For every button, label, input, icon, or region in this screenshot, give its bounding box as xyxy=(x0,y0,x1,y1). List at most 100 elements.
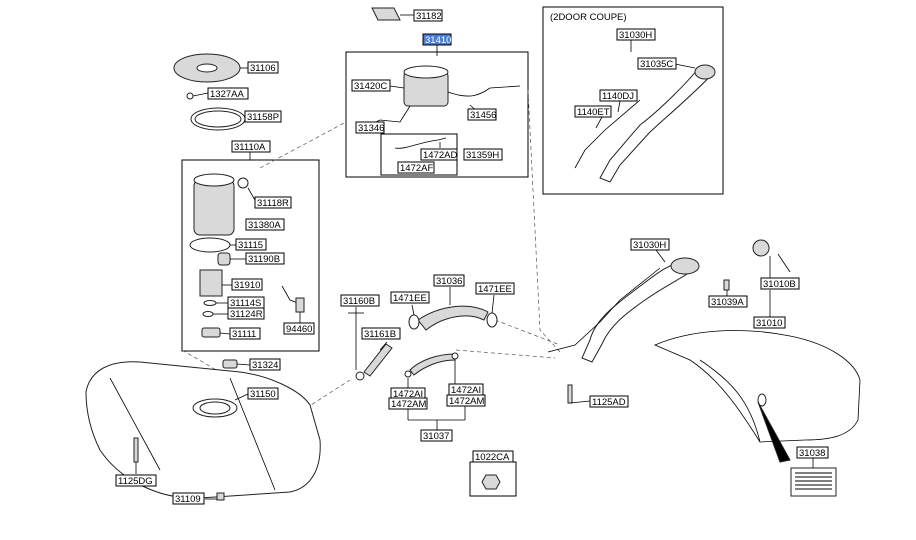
callout-31030H: 31030H xyxy=(630,238,670,251)
callout-31111: 31111 xyxy=(229,327,261,340)
gasket-ring-inner xyxy=(194,110,242,128)
pad-part xyxy=(371,7,401,21)
callout-31010B: 31010B xyxy=(760,277,800,290)
coupe-variant-frame xyxy=(542,6,724,195)
callout-label: 31359H xyxy=(466,150,499,161)
callout-label: 31118R xyxy=(257,198,289,209)
hose-clamp xyxy=(451,352,459,360)
callout-label: 31115 xyxy=(238,240,263,251)
callout-31039A: 31039A xyxy=(708,295,748,308)
callout-label: 1472AD xyxy=(423,150,457,161)
leader-lines xyxy=(135,14,814,500)
callout-label: 94460 xyxy=(286,324,312,335)
vapor-hose-part xyxy=(394,137,447,149)
regulator-part xyxy=(217,252,231,266)
bolt-part xyxy=(567,384,573,404)
fuel-label-part xyxy=(790,467,837,497)
callout-1472AI: 1472AI xyxy=(448,383,484,396)
connector-line xyxy=(494,319,561,346)
callout-label: 31036 xyxy=(436,276,462,287)
callout-31182: 31182 xyxy=(413,9,443,22)
callout-31158P: 31158P xyxy=(244,110,282,123)
connector-line xyxy=(259,121,347,169)
callout-1472AD: 1472AD xyxy=(420,148,458,161)
small-seal-part xyxy=(202,311,214,317)
callout-1022CA: 1022CA xyxy=(472,450,514,463)
callout-label: 1471EE xyxy=(393,293,427,304)
car-fuel-door xyxy=(757,393,767,407)
fuel-door-part xyxy=(752,239,770,257)
canister-top xyxy=(403,65,449,79)
callout-31010: 31010 xyxy=(753,316,786,329)
callout-label: 31010 xyxy=(756,318,782,329)
callout-label: 31160B xyxy=(343,296,375,307)
callout-31160B: 31160B xyxy=(340,294,380,307)
callout-31420C: 31420C xyxy=(351,79,391,92)
callout-31109: 31109 xyxy=(172,492,205,505)
pump-module-group-frame xyxy=(181,159,320,352)
callout-31161B: 31161B xyxy=(361,327,401,340)
screw-part xyxy=(186,92,194,100)
callout-31124R: 31124R xyxy=(227,307,265,320)
callout-label: 1022CA xyxy=(475,452,510,463)
tank-pump-ring xyxy=(199,401,231,415)
callout-label: 31039A xyxy=(711,297,744,308)
callout-1327AA: 1327AA xyxy=(207,87,249,100)
callout-label: 31114S xyxy=(230,298,261,309)
callout-31410: 31410 xyxy=(422,33,452,46)
callout-31114S: 31114S xyxy=(227,296,265,309)
callout-1140DJ: 1140DJ xyxy=(599,89,638,102)
car-body-outline xyxy=(653,330,861,443)
callout-label: 1472AM xyxy=(449,396,484,407)
filter-part xyxy=(237,177,249,189)
callout-label: 31910 xyxy=(234,280,260,291)
tank-strap xyxy=(109,377,161,471)
callout-label: 1472AI xyxy=(451,385,481,396)
fuel-door-spring xyxy=(777,253,791,273)
pump-module-part xyxy=(193,179,235,236)
callout-1472AM: 1472AM xyxy=(388,397,428,410)
callout-label: 1140ET xyxy=(577,107,610,118)
callout-label: 1140DJ xyxy=(602,91,634,102)
o-ring-part xyxy=(189,237,231,253)
callout-31118R: 31118R xyxy=(254,196,292,209)
connector-line xyxy=(527,89,561,353)
hose-clamp xyxy=(404,370,412,378)
callout-label: 31110A xyxy=(234,142,266,153)
callout-31359H: 31359H xyxy=(463,148,503,161)
callout-31036: 31036 xyxy=(433,274,465,287)
callout-label: 1472AM xyxy=(391,399,426,410)
coupe-breather-pipe xyxy=(574,99,641,169)
callout-label: 31124R xyxy=(230,309,263,320)
callout-1471EE: 1471EE xyxy=(390,291,430,304)
callout-31038: 31038 xyxy=(796,446,829,459)
callout-label: 31324 xyxy=(252,360,278,371)
vent-hose-part xyxy=(409,353,456,376)
filler-neck-cap xyxy=(670,257,700,275)
callout-1472AF: 1472AF xyxy=(397,161,435,174)
callout-31037: 31037 xyxy=(420,429,453,442)
callout-label: 31030H xyxy=(633,240,666,251)
callout-label: 31161B xyxy=(364,329,396,340)
callout-label: 1125AD xyxy=(592,397,626,408)
hose-clamp xyxy=(408,314,420,330)
callout-label: 31038 xyxy=(799,448,825,459)
callout-label: 31150 xyxy=(250,389,276,400)
callout-label: 31037 xyxy=(423,431,449,442)
callout-label: 1327AA xyxy=(210,89,244,100)
fuel-filter-part xyxy=(199,269,223,297)
vent-hose-part xyxy=(447,85,521,97)
connector-line xyxy=(181,349,231,379)
callout-label: 31109 xyxy=(175,494,201,505)
callout-label: 31420C xyxy=(354,81,387,92)
filler-neck-part xyxy=(581,261,691,363)
callout-31110A: 31110A xyxy=(231,140,271,153)
callout-label: 31456 xyxy=(470,110,496,121)
callout-label: 31035C xyxy=(640,59,673,70)
clip-part xyxy=(222,359,238,369)
connector-line xyxy=(455,349,556,359)
callout-label: 31010B xyxy=(763,279,796,290)
callout-31324: 31324 xyxy=(249,358,281,371)
callout-31456: 31456 xyxy=(467,108,497,121)
